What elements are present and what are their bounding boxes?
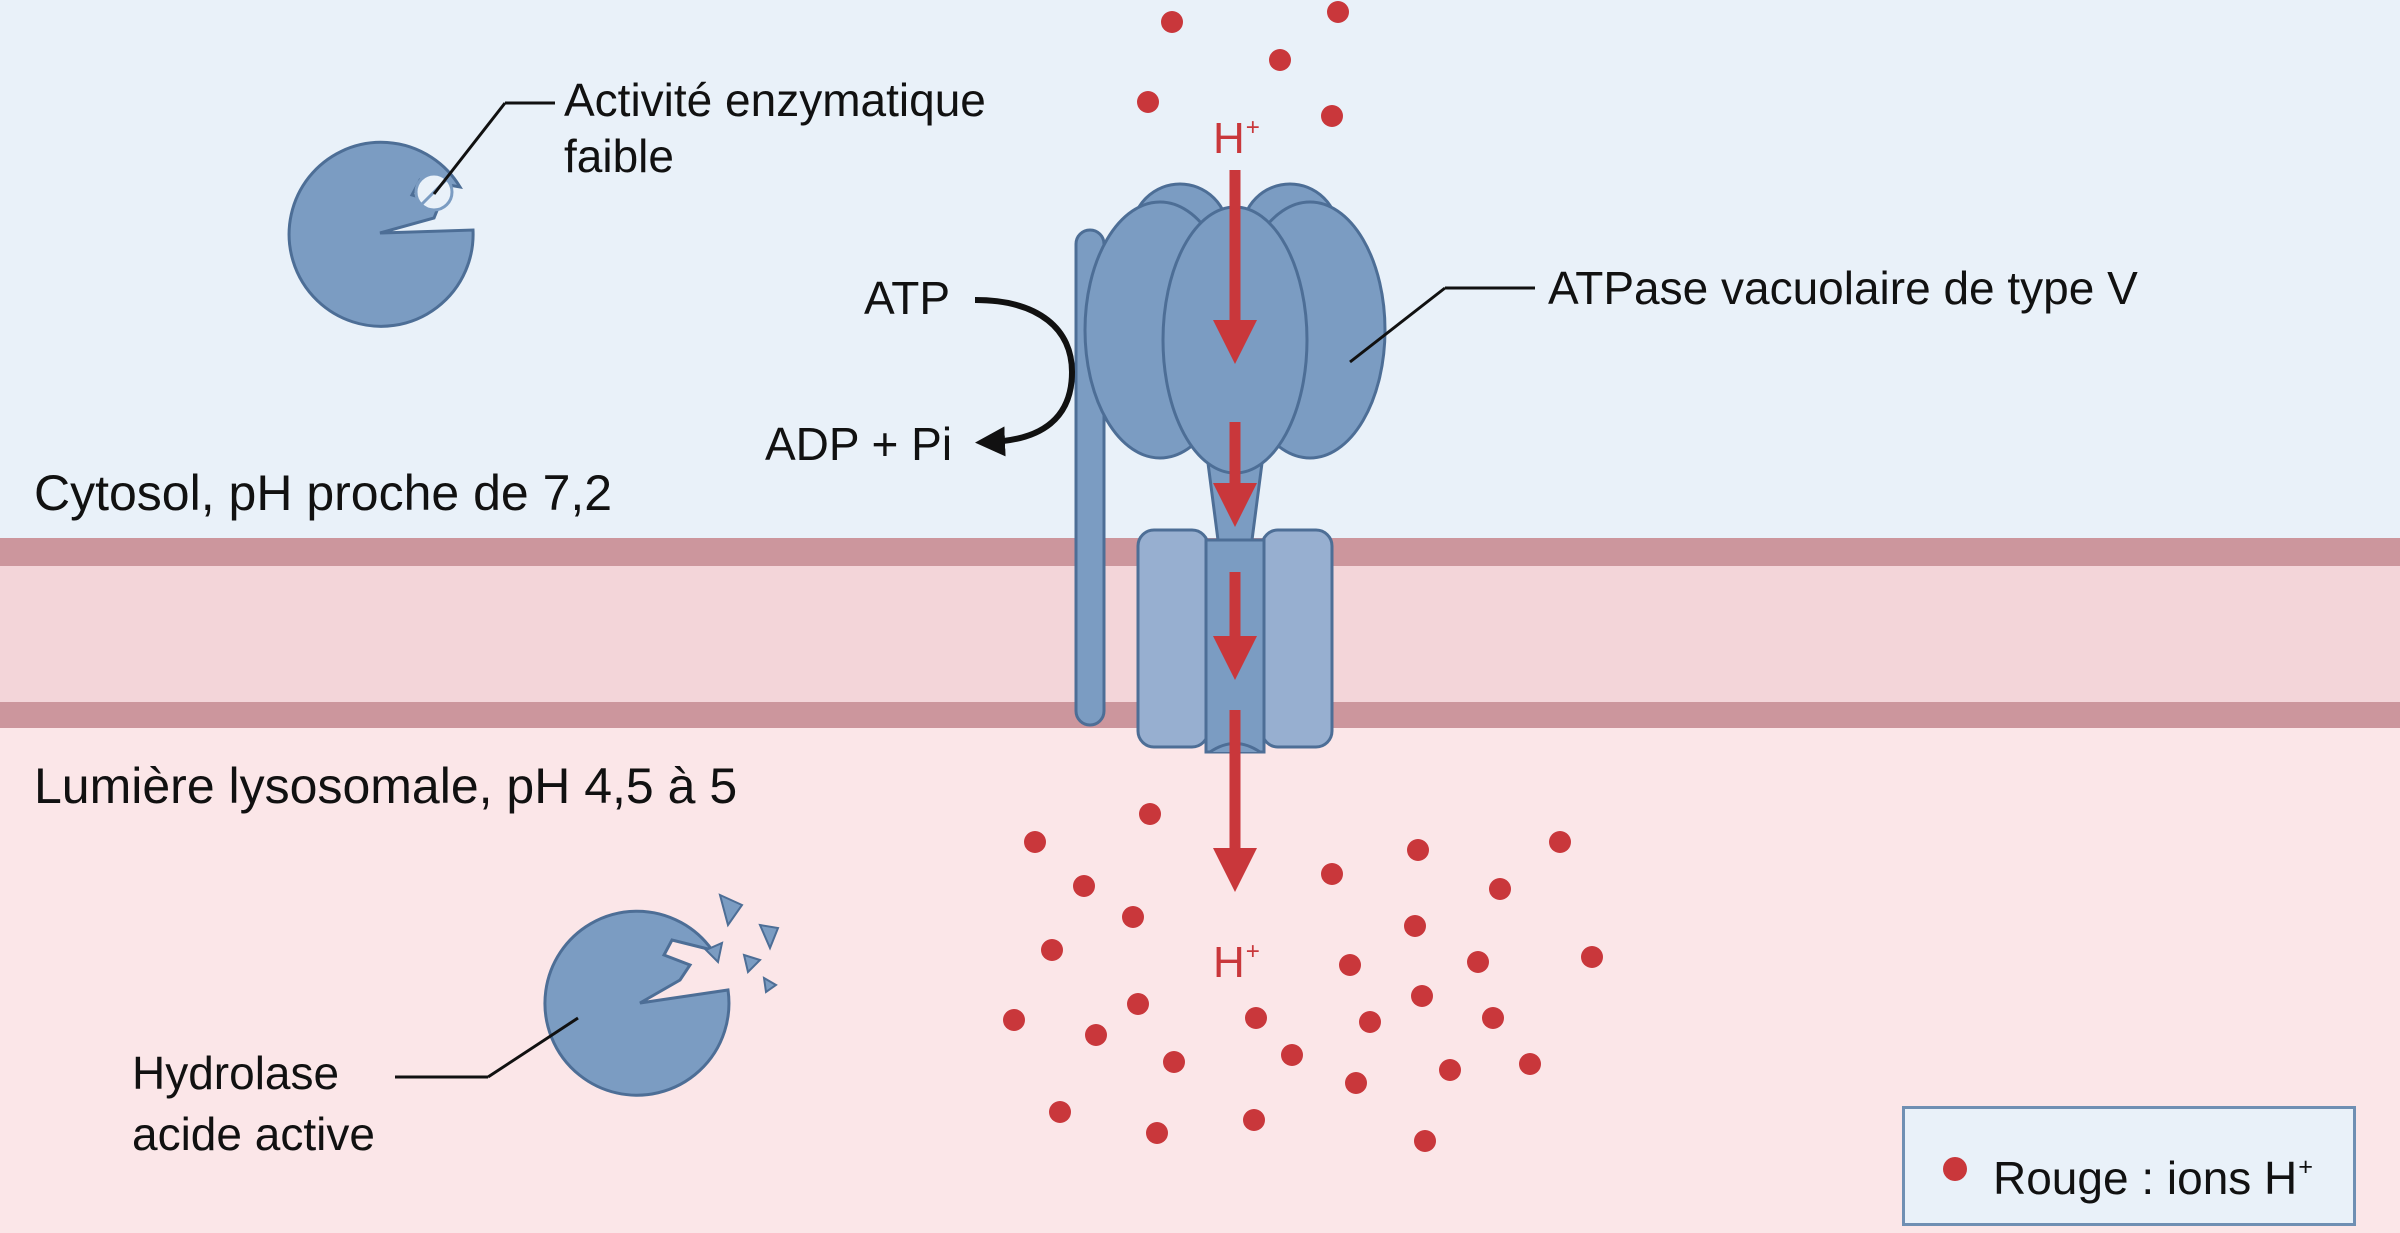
proton-dot-9 [1041,939,1063,961]
proton-dot-0 [1161,11,1183,33]
proton-dots [1003,1,1603,1152]
proton-dot-5 [1024,831,1046,853]
proton-dot-19 [1321,863,1343,885]
proton-dot-20 [1407,839,1429,861]
adp-pi-label: ADP + Pi [765,418,953,470]
proton-dot-3 [1137,91,1159,113]
proton-dot-13 [1163,1051,1185,1073]
proton-dot-24 [1411,985,1433,1007]
proton-dot-33 [1414,1130,1436,1152]
proton-dot-25 [1345,1072,1367,1094]
proton-label-lumen: H+ [1213,938,1260,988]
proton-dot-icon [1943,1157,1967,1181]
proton-dot-2 [1269,49,1291,71]
proton-dot-32 [1519,1053,1541,1075]
hydrolase-label-line2: acide active [132,1108,375,1160]
proton-dot-16 [1243,1109,1265,1131]
proton-dot-15 [1146,1122,1168,1144]
proton-dot-11 [1127,993,1149,1015]
proton-dot-17 [1245,1007,1267,1029]
proton-dot-10 [1003,1009,1025,1031]
proton-dot-4 [1321,105,1343,127]
proton-dot-18 [1281,1044,1303,1066]
enzyme-active-icon [543,893,780,1097]
enzyme-low-label-line1: Activité enzymatique [564,74,986,126]
atpase-label: ATPase vacuolaire de type V [1548,262,2138,314]
proton-dot-21 [1404,915,1426,937]
proton-dot-26 [1439,1059,1461,1081]
lumen-label: Lumière lysosomale, pH 4,5 à 5 [34,758,738,814]
hydrolase-leader [487,1016,579,1079]
atp-label: ATP [864,272,951,324]
proton-dot-8 [1122,906,1144,928]
proton-dot-1 [1327,1,1349,23]
proton-dot-22 [1339,954,1361,976]
hydrolase-label-line1: Hydrolase [132,1047,340,1099]
cytosol-label: Cytosol, pH proche de 7,2 [34,465,613,521]
legend-box: Rouge : ions H+ [1902,1106,2356,1226]
atp-hydrolysis-arrow [974,297,1076,457]
proton-dot-28 [1482,1007,1504,1029]
proton-dot-29 [1489,878,1511,900]
atpase-leader [1349,286,1446,364]
proton-dot-23 [1359,1011,1381,1033]
enzyme-low-label-line2: faible [564,130,674,182]
proton-dot-27 [1467,951,1489,973]
enzyme-low-leader [432,102,507,195]
legend-label: Rouge : ions H+ [1993,1151,2314,1204]
proton-dot-31 [1581,946,1603,968]
proton-dot-14 [1049,1101,1071,1123]
proton-dot-30 [1549,831,1571,853]
proton-dot-6 [1139,803,1161,825]
proton-label-cytosol: H+ [1213,114,1260,164]
proton-dot-7 [1073,875,1095,897]
proton-dot-12 [1085,1024,1107,1046]
